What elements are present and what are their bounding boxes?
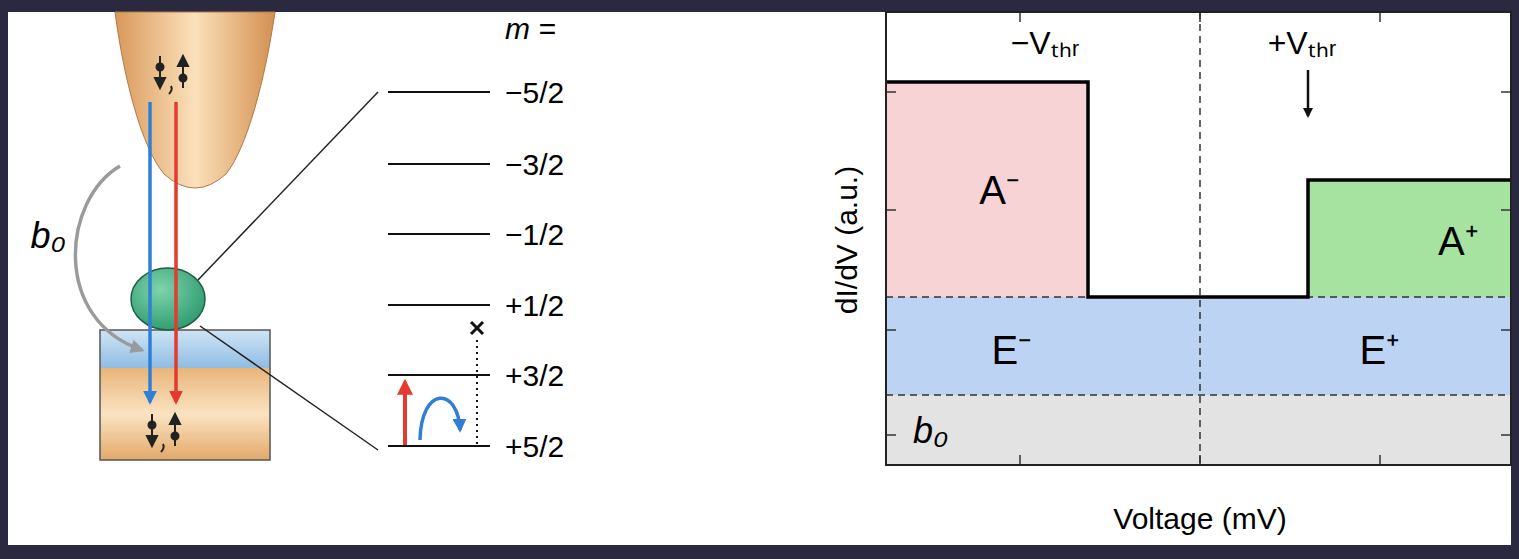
forbidden-transition: [476, 338, 478, 444]
region-label: A⁻: [979, 168, 1020, 212]
elastic-arrow: [174, 102, 178, 402]
axis-title: dI/dV (a.u.): [830, 166, 863, 314]
forbidden-mark: [471, 322, 483, 334]
region-label: A⁺: [1438, 219, 1479, 263]
band-boundary: [886, 394, 1511, 396]
level-label: +1/2: [505, 289, 564, 322]
coupling-label: b₀: [30, 216, 65, 256]
stm-tip: [115, 12, 275, 188]
peak-region: A⁻: [887, 82, 1088, 297]
zero-bias-line: [1199, 12, 1201, 465]
level-label: +5/2: [505, 430, 564, 463]
band-region: b₀: [887, 395, 1511, 465]
level-label: −1/2: [505, 218, 564, 251]
decoupling-layer: [100, 330, 270, 368]
threshold-arrow: [1307, 70, 1310, 116]
background-arrow: [75, 166, 142, 350]
quantum-number-label: m =: [505, 12, 556, 45]
magnetic-atom: [131, 268, 205, 330]
level-label: −3/2: [505, 148, 564, 181]
chart-frame: [886, 12, 1511, 465]
axis-tick: [886, 12, 1511, 465]
band-region: E⁻ E⁺: [887, 297, 1511, 395]
level-label: −5/2: [505, 76, 564, 109]
conductance-curve: [887, 82, 1511, 297]
energy-level: [388, 92, 490, 446]
spin-symbol: [155, 56, 188, 94]
substrate: [100, 368, 270, 460]
region-label: E⁻: [991, 328, 1032, 372]
level-label: +3/2: [505, 359, 564, 392]
threshold-label: −Vₜₕᵣ: [1011, 26, 1080, 61]
transition-arrow: [403, 382, 407, 445]
zoom-line: [200, 326, 378, 450]
inelastic-arrow: [148, 102, 152, 402]
peak-region: A⁺: [1308, 180, 1511, 297]
axis-title: Voltage (mV): [1113, 502, 1286, 535]
substrate-outline: [100, 330, 270, 460]
region-label: b₀: [913, 412, 948, 452]
spin-symbol: [147, 414, 180, 452]
spin-flip-arrow: [420, 398, 460, 440]
region-label: E⁺: [1360, 328, 1401, 372]
threshold-label: +Vₜₕᵣ: [1268, 26, 1337, 61]
zoom-line: [198, 92, 378, 280]
